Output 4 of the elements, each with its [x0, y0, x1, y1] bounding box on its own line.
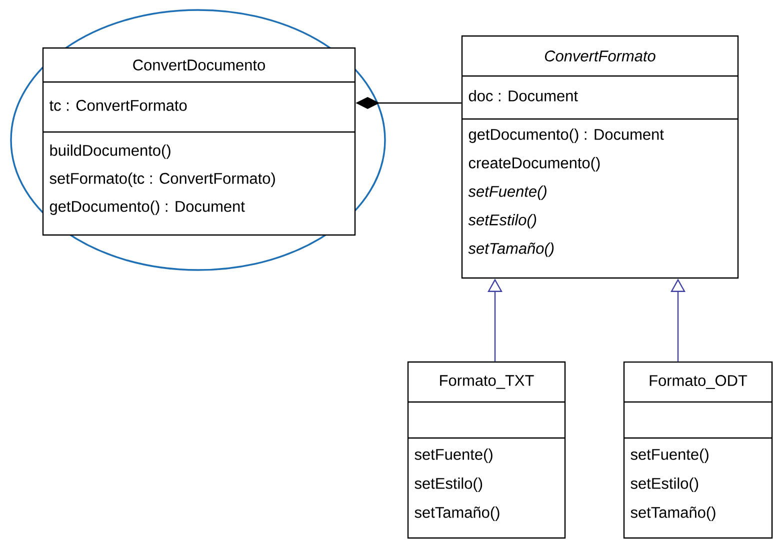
class-box: Formato_ODT setFuente() setEstilo() setTamaño(): [623, 361, 773, 539]
class-box: ConvertFormato doc : Document getDocumento() : Document createDocumento() setFuente() setEstilo() setTamaño(): [461, 35, 739, 279]
class-box: Formato_TXT setFuente() setEstilo() setTamaño(): [407, 361, 566, 539]
class-box: ConvertDocumento tc : ConvertFormato buildDocumento() setFormato(tc : ConvertFormato) getDocumento() : Document: [42, 47, 356, 236]
